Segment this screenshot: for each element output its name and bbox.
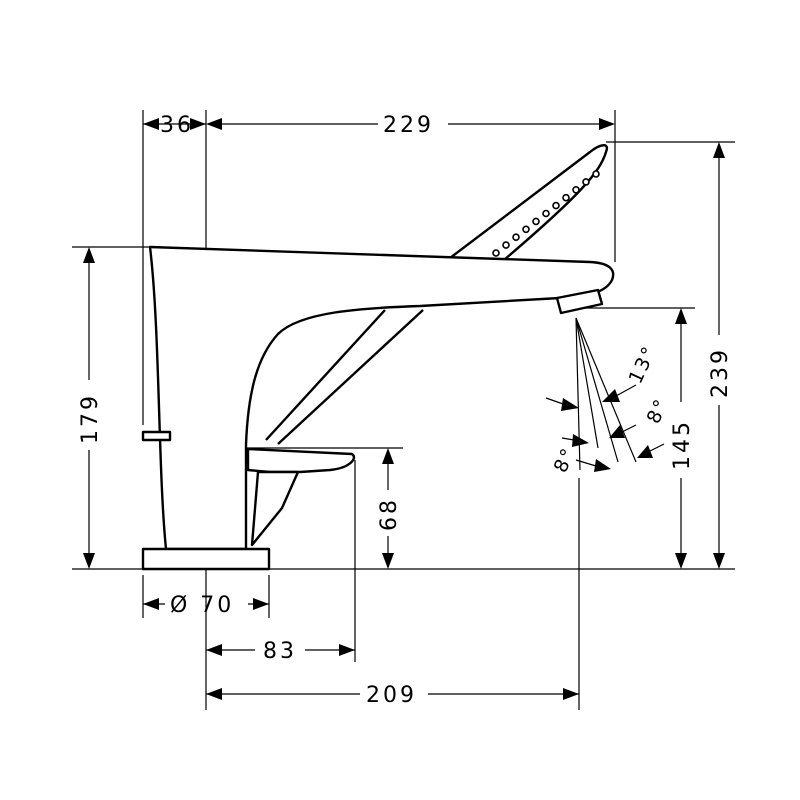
nozzle-dot-icon xyxy=(492,249,500,257)
dimension-width-top: 229 xyxy=(222,113,615,138)
hand-shower xyxy=(448,144,609,262)
dimension-label-239: 239 xyxy=(708,347,733,398)
dimension-label-179: 179 xyxy=(78,393,103,444)
dimension-handle-reach: 83 xyxy=(206,639,355,664)
dimension-label-145: 145 xyxy=(670,419,695,470)
nozzle-dot-icon xyxy=(502,241,510,249)
dimension-label-209: 209 xyxy=(366,683,417,708)
nozzle-dot-icon xyxy=(532,217,540,226)
dimension-label-diameter-70: Ø 70 xyxy=(170,593,234,618)
dimension-label-83: 83 xyxy=(263,639,297,664)
nozzle-dot-icon xyxy=(592,170,600,178)
nozzle-dot-icon xyxy=(512,233,520,241)
dimension-height-body: 179 xyxy=(78,247,103,569)
nozzle-dot-icon xyxy=(522,225,530,234)
spray-angle-label-8-right: 8° xyxy=(643,395,674,427)
shower-hose xyxy=(265,309,424,445)
nozzle-dot-icon xyxy=(582,178,590,186)
dimension-label-229: 229 xyxy=(383,113,434,138)
faucet-body xyxy=(141,144,615,571)
nozzle-dot-icon xyxy=(572,186,580,194)
dimension-height-total: 239 xyxy=(708,142,733,569)
dimension-height-spout: 145 xyxy=(670,308,695,569)
spout-outlet xyxy=(555,288,604,315)
dimension-label-36: 36 xyxy=(160,113,194,138)
dimension-offset-top: 36 xyxy=(143,113,222,138)
diverter-lever xyxy=(141,430,172,442)
mixer-handle xyxy=(246,447,356,474)
dimension-height-handle: 68 xyxy=(377,448,402,569)
spray-angle-label-8-left: 8° xyxy=(550,444,581,476)
dimension-spout-reach: 209 xyxy=(206,683,579,708)
handle-neck xyxy=(250,470,300,547)
nozzle-dot-icon xyxy=(552,201,560,210)
base-plate xyxy=(141,547,271,571)
nozzle-dot-icon xyxy=(542,209,550,218)
dimension-label-68: 68 xyxy=(377,497,402,531)
nozzle-dot-icon xyxy=(562,193,570,202)
spray-angle-label-13: 13° xyxy=(625,342,662,387)
dimension-base-diameter: Ø 70 xyxy=(143,593,269,618)
spray-pattern: 13° 8° 8° xyxy=(545,317,674,476)
hand-shower-nozzles xyxy=(492,170,600,257)
